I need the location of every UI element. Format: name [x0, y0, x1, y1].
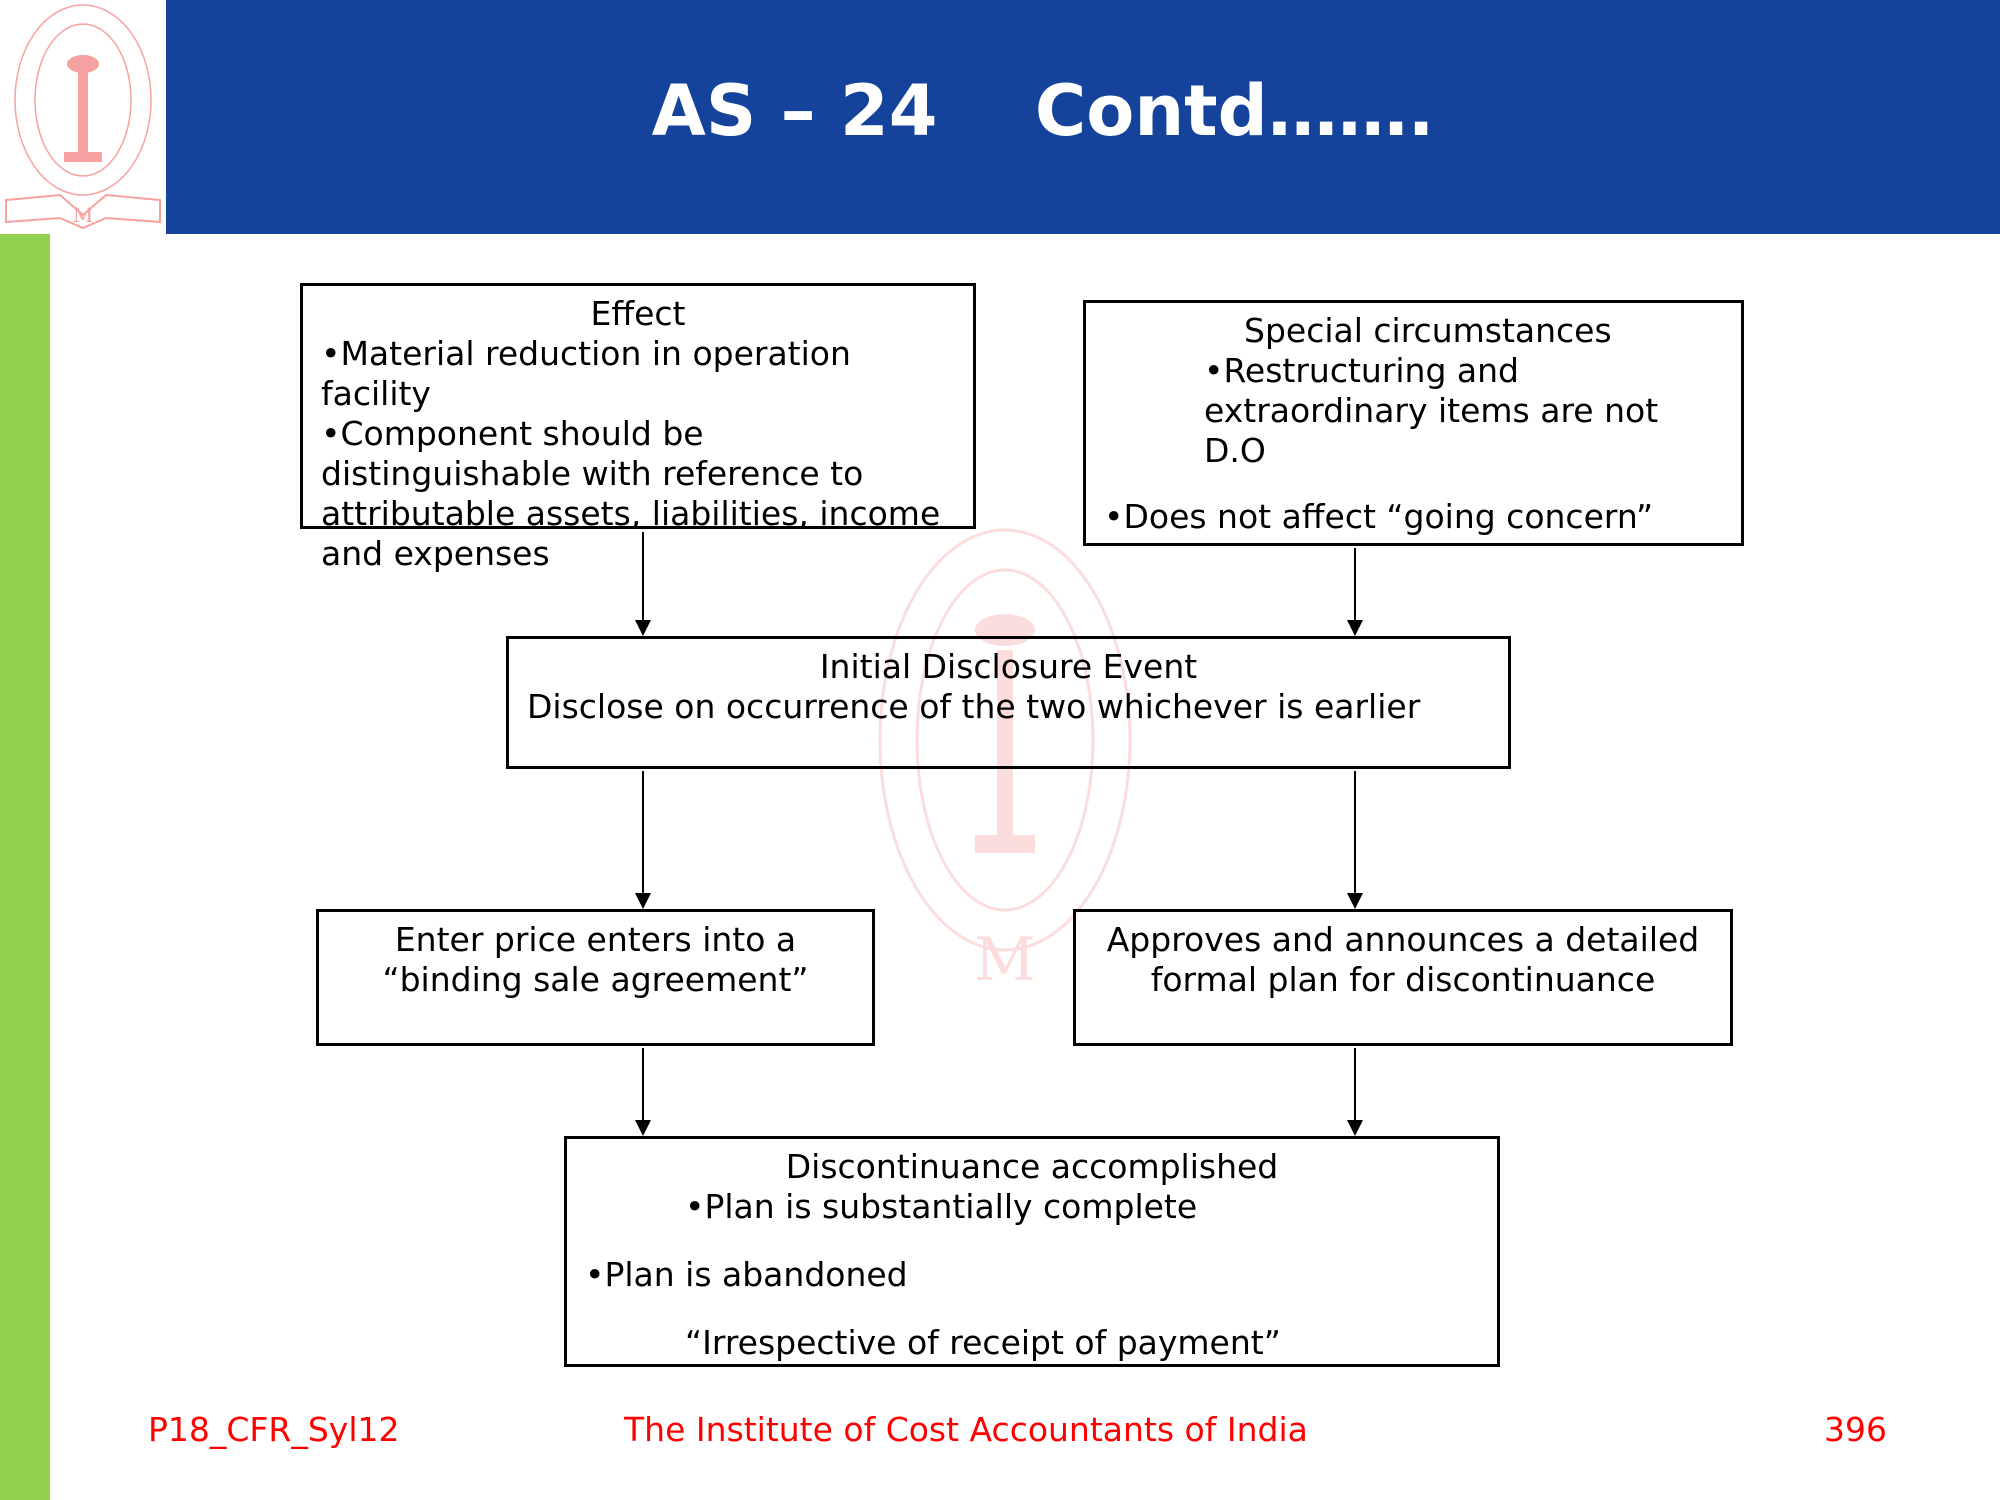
side-accent-bar	[0, 234, 50, 1500]
enter-line: Enter price enters into a	[394, 920, 797, 959]
title-bar: AS – 24 Contd…….	[166, 0, 2000, 234]
discontinuance-line: “Irrespective of receipt of payment”	[685, 1323, 1281, 1362]
approves-line: Approves and announces a detailed	[1106, 920, 1700, 959]
discontinuance-line: •Plan is substantially complete	[685, 1187, 1198, 1226]
effect-box: Effect •Material reduction in operation …	[300, 283, 976, 573]
footer-code: P18_CFR_Syl12	[148, 1410, 400, 1449]
arrow-special-to-initial	[1347, 548, 1363, 636]
effect-heading: Effect	[590, 294, 686, 333]
footer-institute: The Institute of Cost Accountants of Ind…	[624, 1410, 1308, 1449]
discontinuance-heading: Discontinuance accomplished	[785, 1147, 1279, 1186]
approves-line: formal plan for discontinuance	[1150, 960, 1656, 999]
slide-title: AS – 24 Contd…….	[651, 70, 1435, 152]
arrow-initial-to-binding	[635, 771, 651, 909]
initial-heading: Initial Disclosure Event	[819, 647, 1198, 686]
special-heading: Special circumstances	[1244, 311, 1612, 350]
svg-text:M: M	[73, 203, 93, 227]
discontinuance-box: Discontinuance accomplished •Plan is sub…	[564, 1136, 1500, 1367]
arrow-effect-to-initial	[635, 532, 651, 636]
special-line: •Restructuring and	[1204, 351, 1519, 390]
discontinuance-line: •Plan is abandoned	[585, 1255, 908, 1294]
special-circumstances-box: Special circumstances •Restructuring and…	[1083, 300, 1744, 546]
initial-text: Disclose on occurrence of the two whiche…	[527, 687, 1421, 726]
effect-line: •Component should be distinguishable wit…	[321, 414, 941, 573]
arrow-plan-to-discontinuance	[1347, 1048, 1363, 1136]
initial-disclosure-box: Initial Disclosure Event Disclose on occ…	[506, 636, 1511, 769]
footer-page-number: 396	[1824, 1410, 1887, 1449]
special-line: extraordinary items are not D.O	[1204, 391, 1659, 470]
arrow-binding-to-discontinuance	[635, 1048, 651, 1136]
special-line: •Does not affect “going concern”	[1104, 497, 1654, 536]
binding-sale-box: Enter price enters into a “binding sale …	[316, 909, 875, 1046]
formal-plan-box: Approves and announces a detailed formal…	[1073, 909, 1733, 1046]
effect-line: •Material reduction in operation facilit…	[321, 334, 851, 413]
svg-text:M: M	[974, 925, 1035, 995]
arrow-initial-to-plan	[1347, 771, 1363, 909]
enter-line: “binding sale agreement”	[382, 960, 809, 999]
institute-logo: M	[0, 0, 166, 234]
